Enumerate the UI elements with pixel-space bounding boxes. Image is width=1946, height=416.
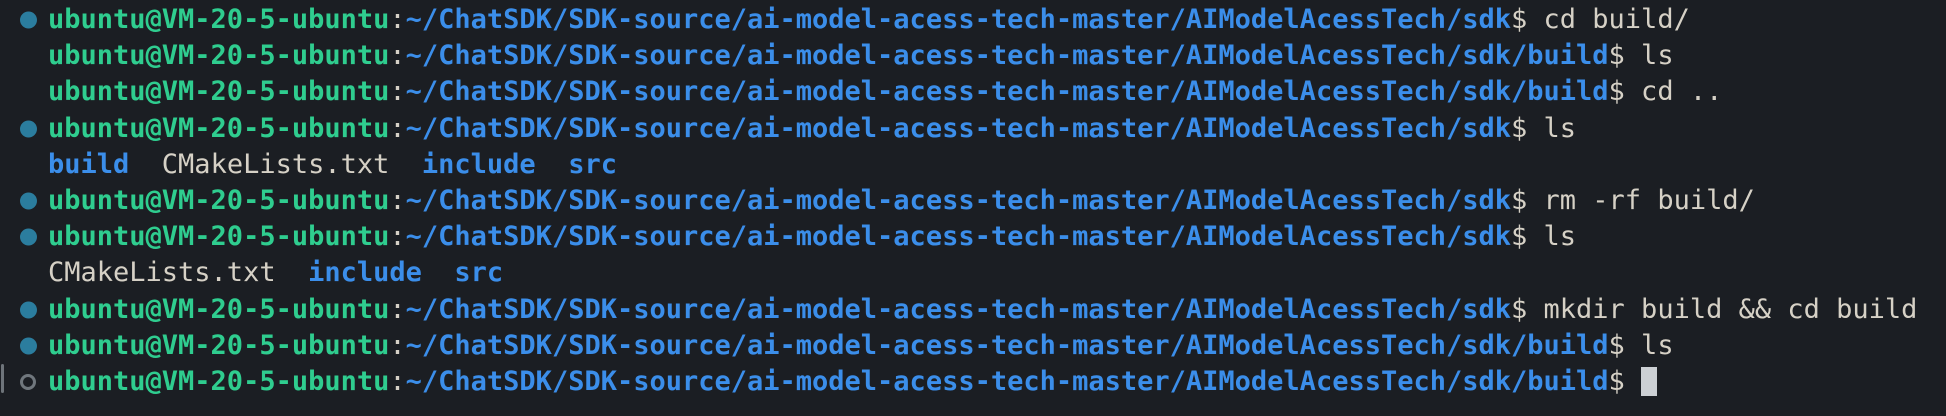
text-segment-fg: : xyxy=(389,329,406,361)
text-segment-path: ~/ChatSDK/SDK-source/ai-model-acess-tech… xyxy=(405,329,1609,361)
command-finished-indicator-icon[interactable] xyxy=(20,11,37,29)
terminal-line: ubuntu@VM-20-5-ubuntu:~/ChatSDK/SDK-sour… xyxy=(0,219,1946,255)
terminal-line: build CMakeLists.txt include src xyxy=(0,147,1946,183)
text-segment-fg xyxy=(422,257,455,288)
text-segment-path: ~/ChatSDK/SDK-source/ai-model-acess-tech… xyxy=(405,184,1512,216)
terminal-line: CMakeLists.txt include src xyxy=(0,255,1946,291)
text-segment-user: ubuntu@VM-20-5-ubuntu xyxy=(48,184,390,216)
text-segment-dir: build xyxy=(48,148,130,180)
text-segment-fg: $ ls xyxy=(1608,329,1674,361)
text-segment-fg xyxy=(389,149,422,180)
text-segment-fg xyxy=(536,149,569,180)
text-segment-user: ubuntu@VM-20-5-ubuntu xyxy=(48,365,390,397)
text-segment-dir: include xyxy=(421,148,536,180)
line-text: ubuntu@VM-20-5-ubuntu:~/ChatSDK/SDK-sour… xyxy=(48,40,1674,71)
text-segment-user: ubuntu@VM-20-5-ubuntu xyxy=(48,293,390,325)
text-segment-fg xyxy=(129,149,162,180)
terminal-line: ubuntu@VM-20-5-ubuntu:~/ChatSDK/SDK-sour… xyxy=(0,111,1946,147)
text-segment-user: ubuntu@VM-20-5-ubuntu xyxy=(48,76,390,108)
line-text: build CMakeLists.txt include src xyxy=(48,149,617,180)
command-finished-indicator-icon[interactable] xyxy=(20,192,37,210)
line-text: ubuntu@VM-20-5-ubuntu:~/ChatSDK/SDK-sour… xyxy=(48,365,1658,397)
text-segment-fg xyxy=(276,257,309,288)
terminal-line: ubuntu@VM-20-5-ubuntu:~/ChatSDK/SDK-sour… xyxy=(0,38,1946,74)
text-segment-path: ~/ChatSDK/SDK-source/ai-model-acess-tech… xyxy=(405,4,1512,35)
text-segment-file: CMakeLists.txt xyxy=(48,257,276,289)
command-finished-indicator-icon[interactable] xyxy=(20,337,37,355)
command-finished-indicator-icon[interactable] xyxy=(20,301,37,319)
text-segment-dir: src xyxy=(454,257,504,289)
line-text: ubuntu@VM-20-5-ubuntu:~/ChatSDK/SDK-sour… xyxy=(48,185,1755,216)
text-segment-fg: : xyxy=(389,184,406,216)
terminal-line: ubuntu@VM-20-5-ubuntu:~/ChatSDK/SDK-sour… xyxy=(0,328,1946,364)
text-segment-user: ubuntu@VM-20-5-ubuntu xyxy=(48,4,390,35)
terminal-line: ubuntu@VM-20-5-ubuntu:~/ChatSDK/SDK-sour… xyxy=(0,292,1946,328)
command-finished-indicator-icon[interactable] xyxy=(20,228,37,246)
terminal-line: ubuntu@VM-20-5-ubuntu:~/ChatSDK/SDK-sour… xyxy=(0,364,1946,400)
text-segment-path: ~/ChatSDK/SDK-source/ai-model-acess-tech… xyxy=(405,221,1512,253)
text-segment-fg: $ ls xyxy=(1511,112,1577,144)
text-segment-fg: $ ls xyxy=(1608,40,1674,72)
terminal-line: ubuntu@VM-20-5-ubuntu:~/ChatSDK/SDK-sour… xyxy=(0,2,1946,38)
text-segment-fg: : xyxy=(389,76,406,108)
text-segment-fg: : xyxy=(389,112,406,144)
text-segment-fg: $ mkdir build && cd build xyxy=(1511,293,1918,325)
text-segment-fg: : xyxy=(389,293,406,325)
line-text: ubuntu@VM-20-5-ubuntu:~/ChatSDK/SDK-sour… xyxy=(48,294,1917,325)
line-text: ubuntu@VM-20-5-ubuntu:~/ChatSDK/SDK-sour… xyxy=(48,4,1690,35)
text-segment-dir: src xyxy=(568,148,617,180)
text-segment-user: ubuntu@VM-20-5-ubuntu xyxy=(48,221,390,253)
line-text: ubuntu@VM-20-5-ubuntu:~/ChatSDK/SDK-sour… xyxy=(48,76,1722,107)
terminal-line: ubuntu@VM-20-5-ubuntu:~/ChatSDK/SDK-sour… xyxy=(0,74,1946,110)
terminal-cursor xyxy=(1641,366,1658,396)
text-segment-path: ~/ChatSDK/SDK-source/ai-model-acess-tech… xyxy=(405,76,1609,108)
terminal-line: ubuntu@VM-20-5-ubuntu:~/ChatSDK/SDK-sour… xyxy=(0,183,1946,219)
text-segment-fg: $ ls xyxy=(1511,221,1577,253)
command-finished-indicator-icon[interactable] xyxy=(20,120,37,138)
command-active-indicator-icon[interactable] xyxy=(20,373,36,390)
active-line-indicator xyxy=(1,364,4,393)
terminal-content: ubuntu@VM-20-5-ubuntu:~/ChatSDK/SDK-sour… xyxy=(0,2,1946,400)
line-text: ubuntu@VM-20-5-ubuntu:~/ChatSDK/SDK-sour… xyxy=(48,113,1576,144)
text-segment-user: ubuntu@VM-20-5-ubuntu xyxy=(48,329,390,361)
text-segment-fg: : xyxy=(389,365,406,397)
text-segment-fg: $ rm -rf build/ xyxy=(1511,184,1755,216)
text-segment-path: ~/ChatSDK/SDK-source/ai-model-acess-tech… xyxy=(405,112,1512,144)
text-segment-path: ~/ChatSDK/SDK-source/ai-model-acess-tech… xyxy=(405,293,1512,325)
text-segment-fg: : xyxy=(389,221,406,253)
line-text: ubuntu@VM-20-5-ubuntu:~/ChatSDK/SDK-sour… xyxy=(48,330,1674,361)
text-segment-fg: $ xyxy=(1608,365,1642,397)
text-segment-fg: $ cd .. xyxy=(1608,76,1723,108)
text-segment-file: CMakeLists.txt xyxy=(161,148,390,180)
text-segment-user: ubuntu@VM-20-5-ubuntu xyxy=(48,112,390,144)
text-segment-fg: : xyxy=(389,40,406,72)
text-segment-path: ~/ChatSDK/SDK-source/ai-model-acess-tech… xyxy=(405,40,1609,72)
line-text: CMakeLists.txt include src xyxy=(48,257,503,288)
text-segment-fg: $ cd build/ xyxy=(1511,4,1690,35)
line-text: ubuntu@VM-20-5-ubuntu:~/ChatSDK/SDK-sour… xyxy=(48,221,1576,252)
text-segment-dir: include xyxy=(308,257,422,289)
text-segment-fg: : xyxy=(389,4,406,35)
text-segment-user: ubuntu@VM-20-5-ubuntu xyxy=(48,40,390,72)
text-segment-path: ~/ChatSDK/SDK-source/ai-model-acess-tech… xyxy=(405,365,1609,397)
